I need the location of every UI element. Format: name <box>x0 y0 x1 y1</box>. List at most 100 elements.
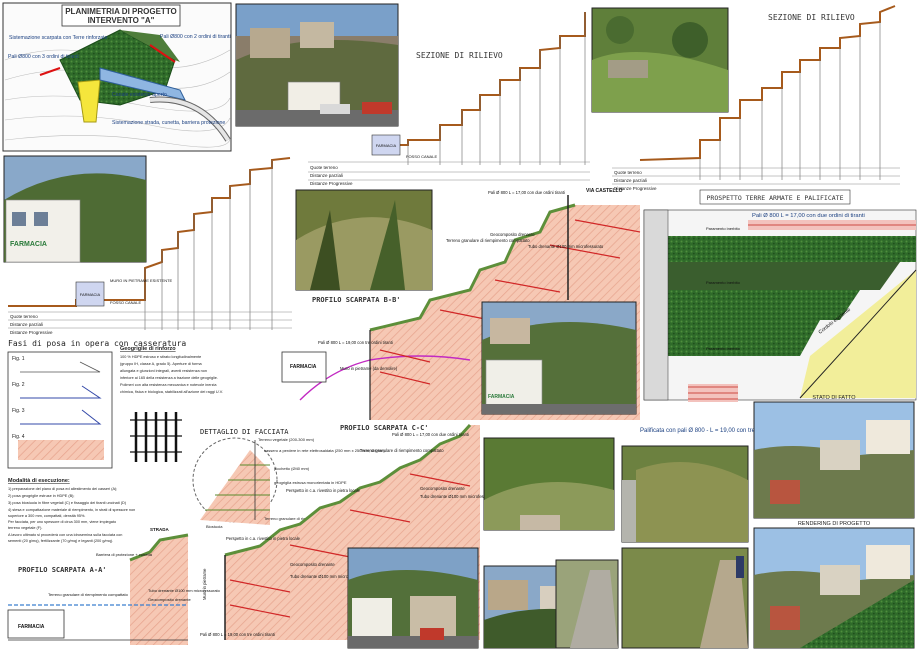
fasi-mod-line-3: 3) posa biostuoia in fibre vegetali (C) … <box>8 501 127 505</box>
prospetto-pali-bottom: Palificata con pali Ø 800 - L = 19,00 co… <box>640 428 788 434</box>
fasi-mod-line-6: Per facciata, per uno spessore di circa … <box>8 520 116 524</box>
fasi-geo-line-2: (gruppo IH, classe A, grado 5). Aperture… <box>120 362 203 366</box>
sezione-1-row-1: Quote terreno <box>310 165 338 170</box>
profilo-bb-pali: Pali Ø 800 L = 17,00 con due ordini tira… <box>488 190 565 195</box>
planimetria-note-3: Pali Ø800 con 3 ordini di tiranti <box>8 54 79 60</box>
dettaglio-note-5: Terreno granulare di riempimento <box>264 516 324 521</box>
rendering-panel: STATO DI FATTO RENDERING DI PROGETTO <box>753 395 915 649</box>
sezione-2-row-1: Quote terreno <box>614 170 642 175</box>
profilo-cc-terreno: Terreno granulare di riempimento compatt… <box>360 448 444 453</box>
fasi-mod-line-2: 2) posa geogriglie estruse in HDPE (B); <box>8 494 74 498</box>
photo-bottom-street <box>347 547 479 649</box>
sezione-3-wall: MURO IN PIETRAME ESISTENTE <box>110 278 173 283</box>
photo-farmacia-sign: FARMACIA <box>10 241 47 248</box>
photo-town-farmacia: FARMACIA <box>481 301 637 415</box>
photo-town-view <box>235 3 399 127</box>
sezione-2-title: SEZIONE DI RILIEVO <box>768 13 855 22</box>
profilo-bb-muro: Muro in pietrame (da demolire) <box>340 366 398 371</box>
fasi-mod-line-4: 4) stesa e compattazione materiale di ri… <box>8 508 135 512</box>
profilo-scarpata-aa: FARMACIA PROFILO SCARPATA A-A' Barriera … <box>7 527 221 645</box>
sezione-rilievo-1: SEZIONE DI RILIEVO FARMACIA FOSSO CANALE… <box>308 12 590 186</box>
fasi-fig-4: Fig. 4 <box>12 434 25 440</box>
stato-label: STATO DI FATTO <box>812 395 856 401</box>
sezione-3-building: FARMACIA <box>80 292 101 297</box>
sezione-2-row-3: Distanze Progressive <box>614 186 657 191</box>
fasi-geo-line-3: allungata e giunzioni integrali, aventi … <box>120 369 207 373</box>
dettaglio-title: DETTAGLIO DI FACCIATA <box>200 428 289 436</box>
prospetto-tag-3: Paramento inerbito <box>706 346 741 351</box>
prospetto-tag-2: Paramento inerbito <box>706 280 741 285</box>
sezione-3-row-3: Distanze Progressive <box>10 330 53 335</box>
prospetto-tag-1: Paramento inerbito <box>706 226 741 231</box>
profilo-bb-title: PROFILO SCARPATA B-B' <box>312 296 401 304</box>
sezione-1-row-2: Distanze parziali <box>310 173 343 178</box>
dettaglio-note-6: Biostuoia <box>206 524 223 529</box>
rendering-label: RENDERING DI PROGETTO <box>798 521 871 527</box>
planimetria-subtitle: INTERVENTO "A" <box>88 16 155 25</box>
profilo-cc-perspetto: Perspetto in c.a. rivestito in pietra lo… <box>286 488 361 493</box>
sezione-rilievo-2: SEZIONE DI RILIEVO Quote terreno Distanz… <box>612 5 900 191</box>
photo-farmacia-building: FARMACIA <box>3 155 147 263</box>
photo-vegetation <box>295 189 433 291</box>
sezione-1-canal: FOSSO CANALE <box>406 154 437 159</box>
sezione-3-row-2: Distanze parziali <box>10 322 43 327</box>
profilo-aa-tubo: Tubo drenante Ø100 mm microfessurato <box>148 588 221 593</box>
sezione-1-building: FARMACIA <box>376 143 397 148</box>
sezione-1-row-3: Distanze Progressive <box>310 181 353 186</box>
fasi-geo-title: Geogriglie di rinforzo <box>120 346 176 352</box>
planimetria-panel: PLANIMETRIA DI PROGETTO INTERVENTO "A" S… <box>2 2 232 152</box>
profilo-cc-geo2: Geocomposito drenante <box>290 562 335 567</box>
fasi-panel: Fasi di posa in opera con casseratura Fi… <box>7 339 223 543</box>
dettaglio-note-3: picchetto (Ø40 mm) <box>274 466 310 471</box>
fasi-mod-line-5: superiore a 300 mm, compattati, densità … <box>8 514 85 518</box>
profilo-bb-tubo: Tubo drenante Ø100 mm microfessurato <box>528 244 604 249</box>
profilo-bb-geo: Geocomposito drenante <box>490 232 535 237</box>
planimetria-title: PLANIMETRIA DI PROGETTO <box>65 7 177 16</box>
dettaglio-note-2: cassero a perdere in rete elettrosaldata… <box>264 448 385 453</box>
photo-bottom-slope <box>483 437 615 531</box>
dettaglio-note-4: geogriglia estrusa monorientata in HDPE <box>274 480 347 485</box>
sezione-2-row-2: Distanze parziali <box>614 178 647 183</box>
fasi-mod-line-8: A lavoro ultimato si procederà con una i… <box>8 533 122 537</box>
profilo-cc-perspetto2: Perspetto in c.a. rivestito in pietra lo… <box>226 536 301 541</box>
fasi-mod-line-7: terreno vegetale (F). <box>8 526 42 530</box>
planimetria-note-1: Sistemazione scarpata con Terre rinforza… <box>9 35 108 41</box>
fasi-fig-1: Fig. 1 <box>12 356 25 362</box>
profilo-aa-terreno: Terreno granulare di riempimento compatt… <box>48 592 129 597</box>
photo-farmacia-sign-2: FARMACIA <box>488 394 515 400</box>
fasi-fig-2: Fig. 2 <box>12 382 25 388</box>
fasi-geo-line-5: Polimeri con alta resistenza meccanica e… <box>120 383 217 387</box>
profilo-aa-geo: Geocomposito drenante <box>148 597 191 602</box>
planimetria-note-2: Pali Ø800 con 2 ordini di tiranti <box>160 34 231 40</box>
photo-bottom-walkway <box>555 559 619 649</box>
profilo-bb-pali2: Pali Ø 800 L = 19,00 con tre ordini tira… <box>318 340 393 345</box>
profilo-bb-farmacia: FARMACIA <box>290 364 317 370</box>
fasi-fig-3: Fig. 3 <box>12 408 25 414</box>
planimetria-note-4: Canale esistente aperto <box>112 92 167 98</box>
profilo-aa-title: PROFILO SCARPATA A-A' <box>18 566 107 574</box>
fasi-title: Fasi di posa in opera con casseratura <box>8 339 186 348</box>
profilo-bb-via: VIA CASTELLO <box>586 188 623 194</box>
planimetria-note-5: Sistemazione strada, cunetta, barriera p… <box>112 120 225 126</box>
fasi-mod-title: Modalità di esecuzione: <box>8 478 70 484</box>
photo-bottom-path <box>621 547 749 649</box>
profilo-cc-geo: Geocomposito drenante <box>420 486 465 491</box>
sezione-3-row-1: Quote terreno <box>10 314 38 319</box>
profilo-aa-strada: STRADA <box>150 527 169 532</box>
profilo-aa-barriera: Barriera di protezione + cunetta <box>96 552 153 557</box>
dettaglio-note-1: Terreno vegetale (200-300 mm) <box>258 437 315 442</box>
fasi-geo-line-6: chimica, fisica e biologica, stabilizzat… <box>120 390 223 394</box>
photo-overgrown-slope <box>591 7 729 113</box>
prospetto-pali-top: Pali Ø 800 L = 17,00 con due ordini di t… <box>752 213 865 219</box>
sezione-1-title: SEZIONE DI RILIEVO <box>416 51 503 60</box>
profilo-bb-terreno: Terreno granulare di riempimento compatt… <box>446 238 530 243</box>
fasi-geo-line-4: inferiore ai 165 della resistenza a traz… <box>120 376 218 380</box>
profilo-cc-tubo: Tubo drenante Ø100 mm microfessurato <box>420 494 496 499</box>
fasi-mod-line-9: sementi (20 g/mq), fertilizzante (70 g/m… <box>8 539 113 543</box>
fasi-geo-line-1: 100 % HDPE estruso e stirato longitudina… <box>120 355 201 359</box>
photo-bottom-wall <box>621 445 749 543</box>
profilo-cc-muro: Muro in pietrame <box>202 568 207 600</box>
fasi-mod-line-1: 1) preparazione del piano di posa ed all… <box>8 487 117 491</box>
dettaglio-facciata: DETTAGLIO DI FACCIATA Terreno vegetale (… <box>192 428 385 529</box>
